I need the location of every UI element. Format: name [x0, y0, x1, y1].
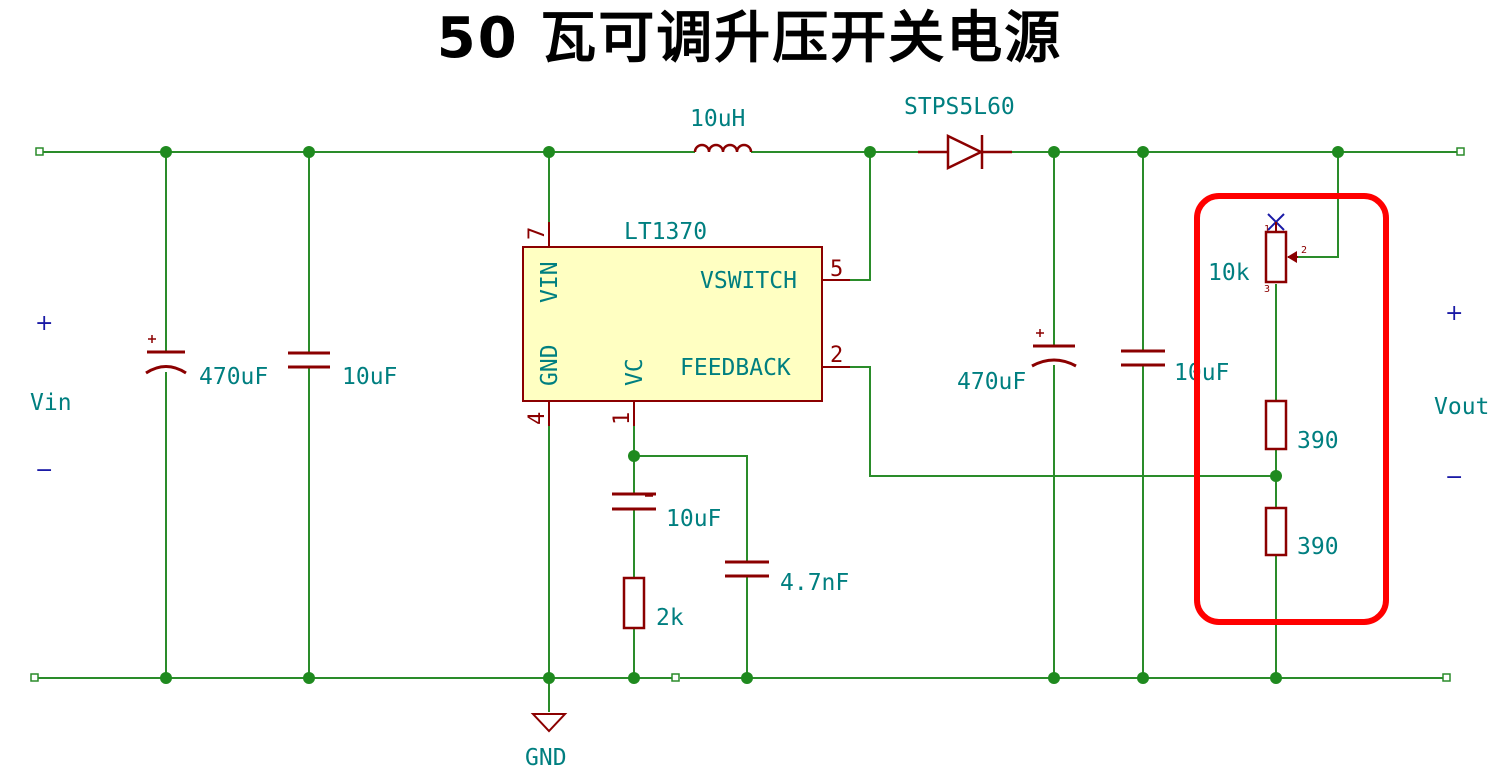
junction: [1137, 146, 1149, 158]
ic-pin-vc: VC: [622, 358, 648, 386]
junction: [864, 146, 876, 158]
label-pot: 10k: [1208, 260, 1250, 286]
diode[interactable]: [918, 134, 1012, 170]
resistor-feedback-bottom[interactable]: [1264, 506, 1288, 557]
resistor-feedback-top[interactable]: [1264, 399, 1288, 451]
label-c-in-bulk: 470uF: [199, 364, 268, 390]
label-r-comp: 2k: [656, 605, 684, 631]
vout-minus-sign: −: [1445, 465, 1463, 490]
terminal-vout-plus[interactable]: [1456, 147, 1465, 156]
terminal-vin-plus[interactable]: [35, 147, 44, 156]
label-c-comp: 10uF: [666, 506, 721, 532]
capacitor-input-bulk[interactable]: [145, 335, 187, 375]
potentiometer[interactable]: [1264, 213, 1298, 284]
pin-number-vc: 1: [610, 412, 635, 425]
junctions: [160, 146, 1344, 684]
terminals: [30, 147, 1465, 682]
capacitor-compensation[interactable]: [612, 492, 656, 511]
ic-pin-feedback: FEEDBACK: [680, 355, 791, 381]
ground-symbol: [530, 713, 568, 733]
pin-number-gnd: 4: [525, 412, 550, 425]
vout-label: Vout: [1434, 394, 1489, 420]
junction: [1270, 672, 1282, 684]
junction: [160, 672, 172, 684]
resistor-compensation[interactable]: [622, 576, 646, 630]
pin-number-vin: 7: [525, 227, 550, 240]
junction: [303, 146, 315, 158]
junction: [543, 146, 555, 158]
label-r-fb-top: 390: [1297, 428, 1339, 454]
label-c-in-ceramic: 10uF: [342, 364, 397, 390]
vout-plus-sign: +: [1445, 301, 1463, 326]
label-c-out-bulk: 470uF: [957, 369, 1026, 395]
vin-plus-sign: +: [35, 311, 53, 336]
junction: [1270, 470, 1282, 482]
capacitor-input-ceramic[interactable]: [288, 351, 330, 369]
junction: [1332, 146, 1344, 158]
label-ground: GND: [525, 745, 567, 771]
pin-number-feedback: 2: [830, 343, 843, 368]
junction: [1048, 672, 1060, 684]
pot-pin-3: 3: [1264, 284, 1270, 295]
junction: [628, 672, 640, 684]
junction: [543, 672, 555, 684]
ic-name: LT1370: [624, 219, 707, 245]
vin-label: Vin: [30, 390, 72, 416]
label-c-out-ceramic: 10uF: [1174, 360, 1229, 386]
ic-pin-vin: VIN: [537, 261, 563, 303]
wire-vc-to-c2: [634, 455, 748, 561]
wire-pot-wiper: [1298, 152, 1339, 258]
ic-lt1370[interactable]: [522, 222, 850, 426]
label-inductor: 10uH: [690, 106, 745, 132]
capacitor-output-ceramic[interactable]: [1121, 349, 1165, 367]
junction: [628, 450, 640, 462]
pin-number-vswitch: 5: [830, 257, 843, 282]
junction: [741, 672, 753, 684]
ic-pin-vswitch: VSWITCH: [700, 268, 797, 294]
highlight-box: [1194, 193, 1389, 625]
junction: [160, 146, 172, 158]
junction: [1137, 672, 1149, 684]
junction: [1048, 146, 1060, 158]
ic-pin-gnd: GND: [537, 344, 563, 386]
page-title: 50 瓦可调升压开关电源: [436, 6, 1063, 71]
terminal-vin-minus[interactable]: [30, 673, 39, 682]
vin-minus-sign: −: [35, 458, 53, 483]
capacitor-output-bulk[interactable]: [1031, 329, 1077, 368]
inductor[interactable]: [693, 143, 753, 153]
label-c-comp2: 4.7nF: [780, 570, 849, 596]
wires: [38, 151, 1457, 712]
capacitor-compensation-2[interactable]: [725, 560, 769, 578]
label-diode: STPS5L60: [904, 94, 1015, 120]
terminal-bottom-mid[interactable]: [671, 673, 680, 682]
pot-pin-1: 1: [1264, 224, 1270, 235]
junction: [303, 672, 315, 684]
label-r-fb-bottom: 390: [1297, 534, 1339, 560]
terminal-vout-minus[interactable]: [1442, 673, 1451, 682]
pot-pin-2: 2: [1301, 245, 1307, 256]
